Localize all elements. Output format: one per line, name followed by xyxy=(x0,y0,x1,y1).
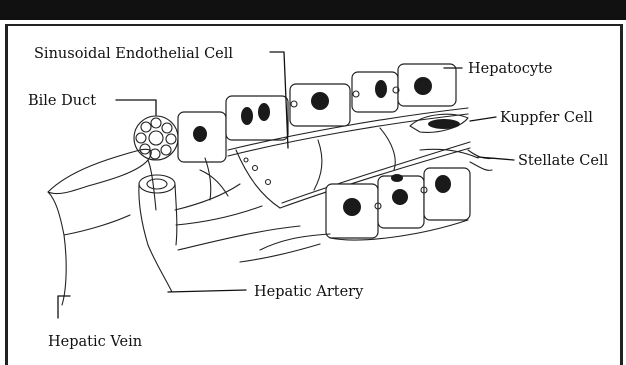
label-bile-duct: Bile Duct xyxy=(28,93,96,109)
right-border-line xyxy=(620,24,623,365)
label-kupffer-cell: Kuppfer Cell xyxy=(500,110,593,126)
leader-hepatic-artery xyxy=(168,290,246,292)
kupffer-cell-shape xyxy=(410,114,468,132)
lower-hepatocyte-plate xyxy=(326,168,470,240)
hepatic-artery-shape xyxy=(139,175,177,292)
hepatic-vein-shape xyxy=(48,149,156,305)
bile-duct-shape xyxy=(134,116,178,160)
left-border-line xyxy=(5,24,8,365)
inner-top-line xyxy=(5,24,623,26)
label-stellate-cell: Stellate Cell xyxy=(518,153,609,169)
leader-kupffer-cell xyxy=(470,117,496,121)
label-sinusoidal-endothelial-cell: Sinusoidal Endothelial Cell xyxy=(34,46,233,62)
leader-bile-duct xyxy=(116,100,156,115)
label-hepatic-artery: Hepatic Artery xyxy=(254,284,364,300)
hepatocyte-cell xyxy=(226,96,288,140)
upper-hepatocyte-plate xyxy=(178,64,456,162)
label-hepatic-vein: Hepatic Vein xyxy=(48,334,142,350)
hepatocyte-cell xyxy=(424,168,470,220)
leader-stellate-cell xyxy=(478,157,514,160)
top-border-bar xyxy=(0,0,626,20)
connective-tissue-strands xyxy=(175,158,330,262)
label-hepatocyte: Hepatocyte xyxy=(468,61,552,77)
